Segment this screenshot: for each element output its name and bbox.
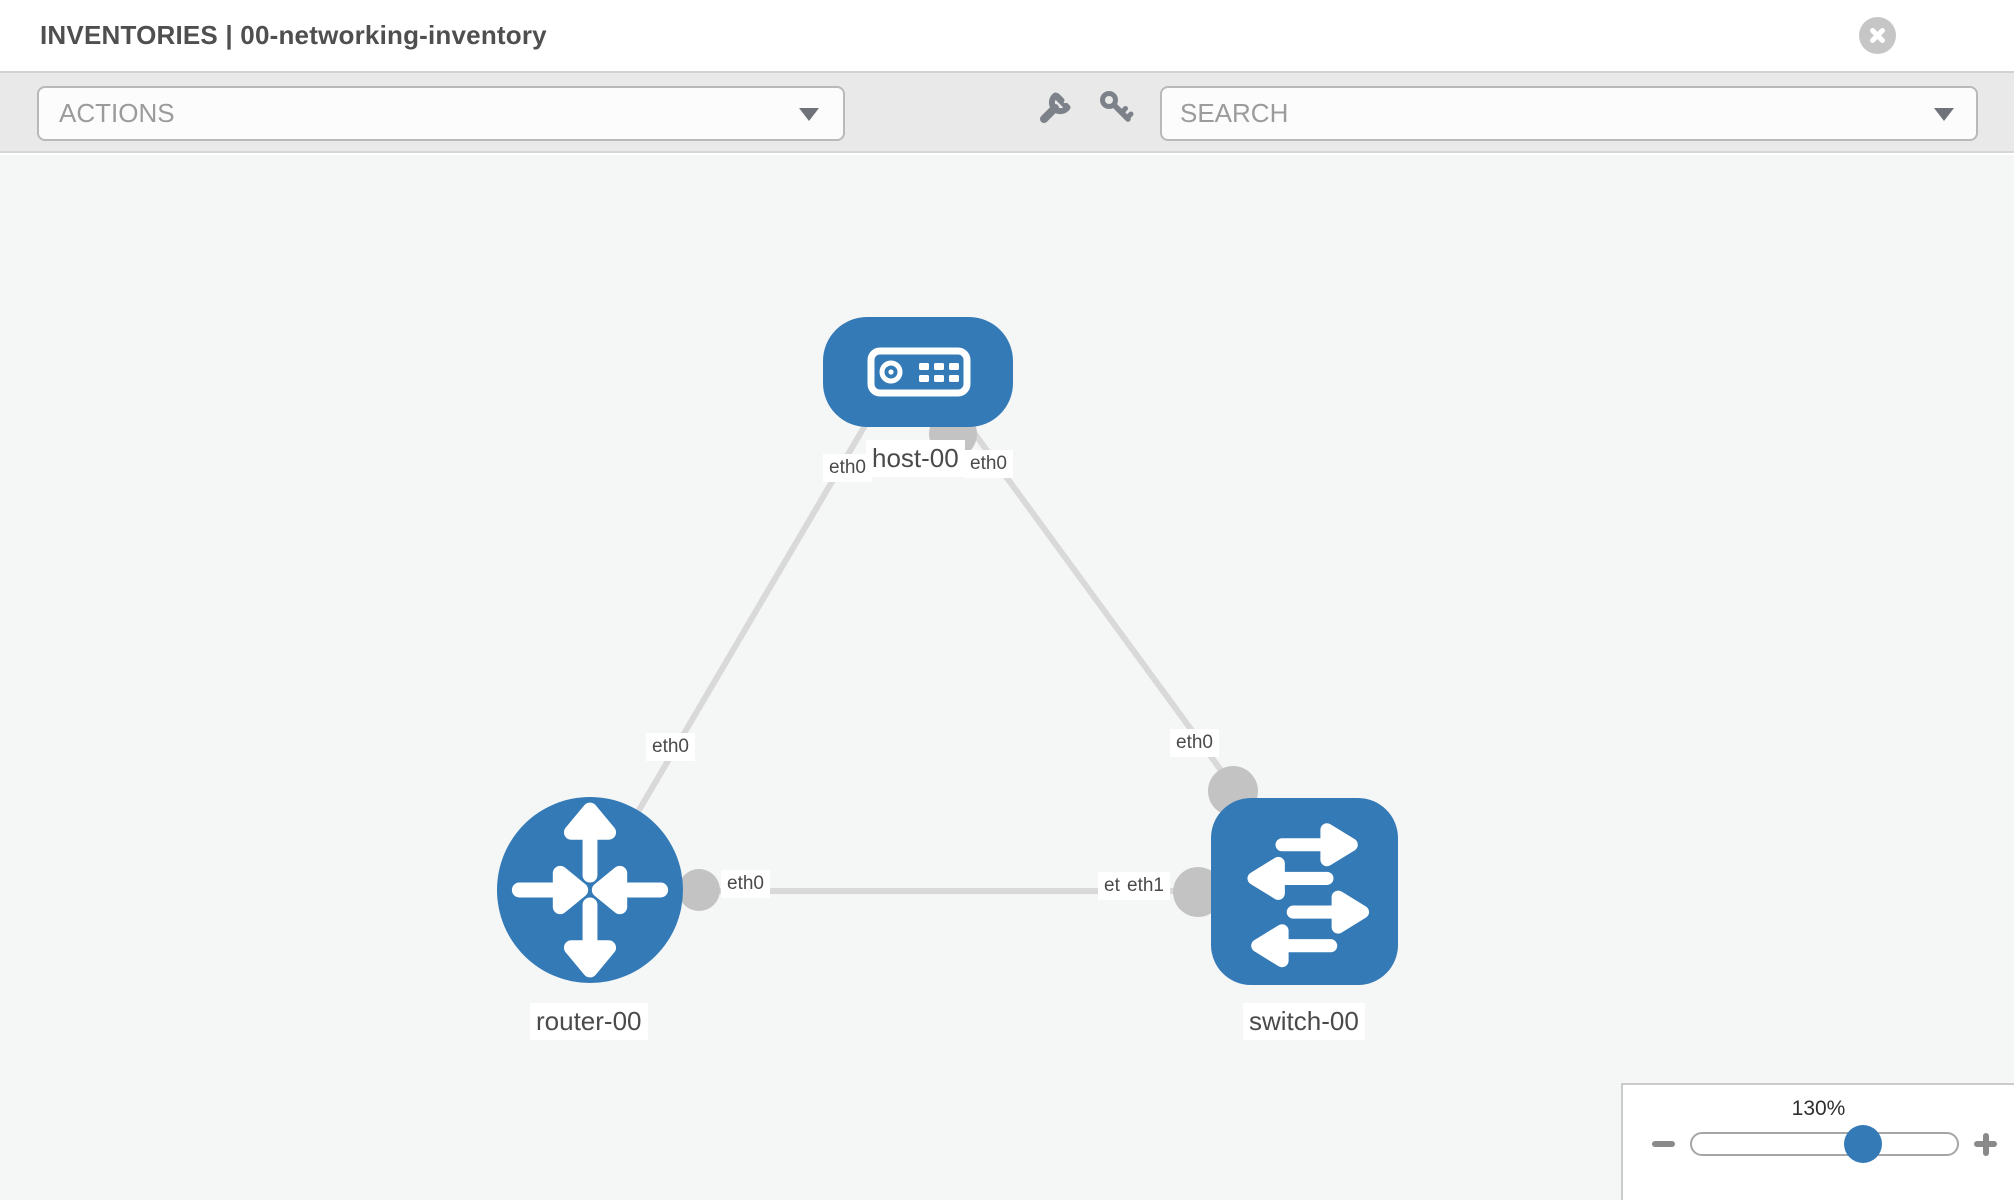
header: INVENTORIES | 00-networking-inventory (0, 0, 2014, 71)
node-router[interactable] (497, 797, 683, 983)
chevron-down-icon (1934, 108, 1954, 121)
interface-circle-switch-left (1173, 867, 1223, 917)
actions-dropdown-label: ACTIONS (59, 98, 175, 128)
interface-label-router-top: eth0 (646, 733, 695, 761)
key-icon[interactable] (1094, 85, 1138, 129)
router-arrows-icon (511, 802, 669, 978)
interface-label-host-right: eth0 (964, 450, 1013, 478)
close-icon[interactable] (1859, 17, 1896, 54)
node-host[interactable] (823, 317, 1013, 427)
page-title: INVENTORIES | 00-networking-inventory (40, 20, 547, 50)
wrench-icon[interactable] (1034, 85, 1078, 129)
actions-dropdown[interactable]: ACTIONS (37, 86, 845, 141)
zoom-slider-handle[interactable] (1844, 1125, 1882, 1163)
interface-label-switch-left-front: eth1 (1121, 872, 1170, 900)
chevron-down-icon (799, 108, 819, 121)
node-label-switch: switch-00 (1243, 1003, 1365, 1040)
interface-label-switch-top: eth0 (1170, 729, 1219, 757)
switch-arrows-icon (1247, 823, 1370, 968)
zoom-panel: 130% (1621, 1083, 2014, 1200)
node-label-router: router-00 (530, 1003, 648, 1040)
topology-canvas[interactable] (0, 155, 2014, 1200)
host-device-icon (867, 347, 971, 397)
node-label-host: host-00 (866, 440, 965, 477)
node-switch[interactable] (1211, 798, 1398, 985)
zoom-in-icon[interactable] (1974, 1132, 1997, 1156)
search-input[interactable] (1162, 88, 1976, 139)
toolbar: ACTIONS (0, 71, 2014, 153)
interface-circle-router-right (678, 869, 720, 911)
zoom-out-icon[interactable] (1652, 1141, 1675, 1147)
zoom-slider-track[interactable] (1690, 1132, 1959, 1156)
search-field (1160, 86, 1978, 141)
interface-label-router-right: eth0 (721, 870, 770, 898)
interface-label-host-left: eth0 (823, 454, 872, 482)
zoom-level-value: 130% (1791, 1097, 1846, 1120)
